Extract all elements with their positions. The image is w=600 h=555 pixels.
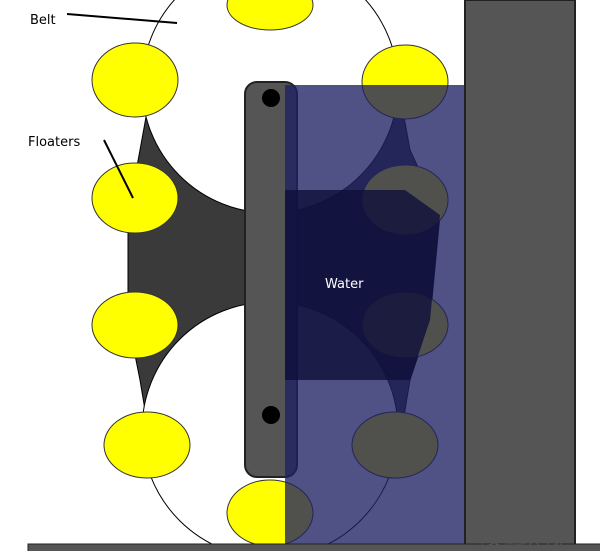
tank-wall	[464, 0, 576, 552]
floater	[226, 0, 314, 31]
floater	[91, 162, 179, 234]
water-label: Water	[325, 277, 364, 292]
shaft-hole-bottom	[262, 406, 280, 424]
belt-label: Belt	[30, 13, 56, 28]
water-belt-shadow	[285, 190, 440, 380]
floater	[91, 291, 179, 359]
belt-leader-line	[66, 13, 178, 24]
floater	[103, 411, 191, 479]
floater	[91, 42, 179, 118]
floaters-label: Floaters	[28, 135, 80, 150]
watermark-text: 头条 @航空之家	[476, 537, 564, 551]
shaft-hole-top	[262, 89, 280, 107]
floaters-leader-line	[103, 139, 134, 199]
